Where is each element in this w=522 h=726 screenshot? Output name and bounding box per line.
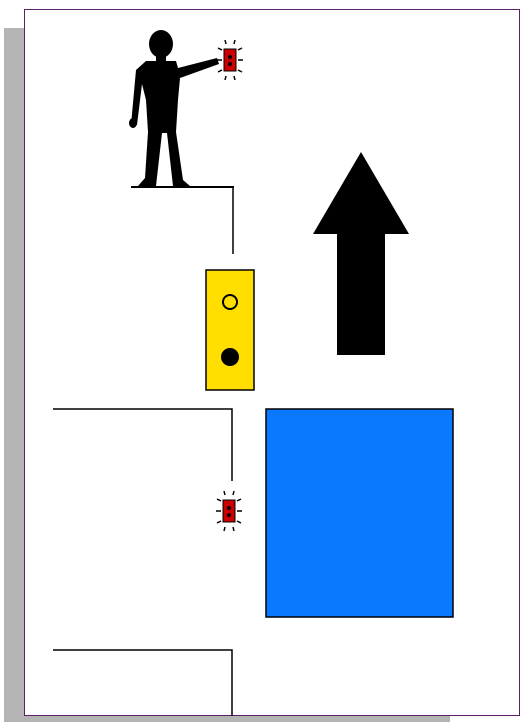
person-left-hand	[129, 118, 137, 128]
middle-wall-line	[53, 408, 233, 481]
sensor-chip	[222, 499, 236, 523]
sensor-dot-top	[228, 55, 232, 59]
person-body	[131, 58, 219, 186]
handheld-sensor	[217, 39, 243, 81]
sensor-dot-top	[227, 506, 231, 510]
bottom-wall-line	[53, 649, 233, 716]
sensor-chip	[223, 48, 237, 72]
sparkle-icon	[216, 490, 242, 532]
sensor-dot-bottom	[227, 513, 231, 517]
sparkle-icon	[217, 39, 243, 81]
detector-body	[205, 269, 255, 391]
sensor-dot-bottom	[228, 62, 232, 66]
detector-led-hollow	[222, 294, 238, 310]
yellow-detector-box	[205, 269, 255, 391]
up-arrow	[313, 152, 409, 355]
person-figure	[129, 30, 219, 186]
blue-square	[265, 408, 454, 618]
person-neck	[156, 55, 166, 61]
wall-sensor	[216, 490, 242, 532]
person-head	[149, 30, 173, 58]
detector-led-filled	[221, 348, 239, 366]
